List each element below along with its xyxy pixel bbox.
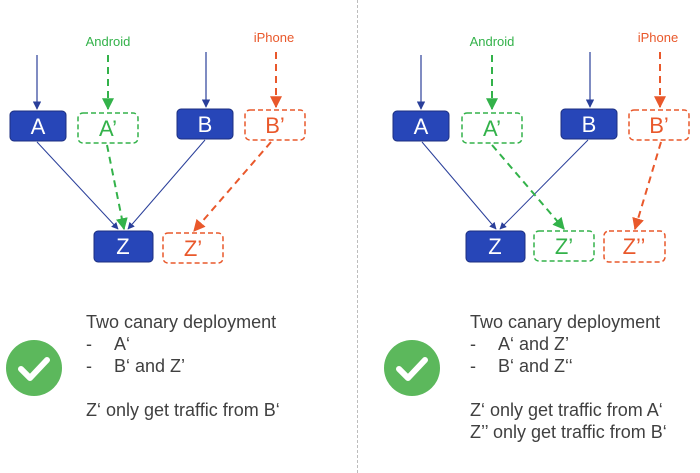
- panel-divider: [357, 0, 358, 473]
- node-a-canary-label: A’: [483, 116, 501, 141]
- node-a: A: [392, 110, 450, 142]
- edge-a-to-z: [36, 141, 119, 230]
- edge-b-to-z: [127, 139, 206, 230]
- node-a-canary: A’: [461, 112, 523, 144]
- node-b-label: B: [198, 112, 213, 137]
- node-z-canary-label: Z’: [184, 236, 202, 261]
- description-heading: Two canary deployment: [470, 312, 661, 332]
- traffic-note: Z‘ only get traffic from A‘: [470, 400, 663, 420]
- node-b-canary-label: B’: [265, 113, 285, 138]
- node-z-canary-label: Z’: [555, 234, 573, 259]
- edge-b-canary-to-z-canary2: [632, 141, 662, 231]
- check-circle-icon: [6, 340, 62, 396]
- list-item: -B‘ and Z‘‘: [470, 356, 573, 376]
- node-b-canary-label: B’: [649, 113, 669, 138]
- node-z-canary: Z’: [533, 230, 595, 262]
- android-source-label: Android: [86, 34, 131, 49]
- node-z: Z: [465, 230, 526, 263]
- edge-a-canary-to-z: [106, 144, 128, 231]
- traffic-note: Z’’ only get traffic from B‘: [470, 422, 667, 442]
- traffic-note: Z‘ only get traffic from B‘: [86, 400, 280, 420]
- node-b-label: B: [582, 112, 597, 137]
- left-diagram: Android iPhone A A’ B B’ Z: [9, 30, 306, 264]
- deployment-list: -A‘ and Z’ -B‘ and Z‘‘: [470, 333, 667, 377]
- node-a-canary-label: A’: [99, 116, 117, 141]
- list-item: -A‘ and Z’: [470, 334, 570, 354]
- node-b: B: [176, 108, 234, 140]
- left-panel: Android iPhone A A’ B B’ Z: [6, 30, 306, 421]
- node-z-canary: Z’: [162, 232, 224, 264]
- deployment-list: -A‘ -B‘ and Z’: [86, 333, 280, 377]
- right-description: Two canary deployment -A‘ and Z’ -B‘ and…: [470, 311, 667, 443]
- iphone-source-label: iPhone: [254, 30, 294, 45]
- node-z-canary2: Z’’: [603, 230, 666, 263]
- list-item: -B‘ and Z’: [86, 356, 186, 376]
- right-diagram: Android iPhone A A’ B B’ Z: [392, 30, 690, 263]
- edge-a-to-z: [421, 141, 497, 230]
- node-b: B: [560, 108, 618, 140]
- node-z: Z: [93, 230, 154, 263]
- check-circle-icon: [384, 340, 440, 396]
- node-b-canary: B’: [628, 109, 690, 141]
- node-a-label: A: [31, 114, 46, 139]
- node-z-label: Z: [488, 234, 501, 259]
- list-item: -A‘: [86, 334, 131, 354]
- node-a-canary: A’: [77, 112, 139, 144]
- node-z-label: Z: [116, 234, 129, 259]
- node-z-canary2-label: Z’’: [623, 234, 646, 259]
- edge-a-canary-to-z-canary: [491, 144, 565, 230]
- iphone-source-label: iPhone: [638, 30, 678, 45]
- node-b-canary: B’: [244, 109, 306, 141]
- node-a-label: A: [414, 114, 429, 139]
- android-source-label: Android: [470, 34, 515, 49]
- left-description: Two canary deployment -A‘ -B‘ and Z’ Z‘ …: [86, 311, 280, 421]
- right-panel: Android iPhone A A’ B B’ Z: [350, 0, 700, 473]
- edge-b-to-z: [499, 139, 589, 230]
- description-heading: Two canary deployment: [86, 312, 277, 332]
- edge-b-canary-to-z-canary: [193, 141, 272, 232]
- node-a: A: [9, 110, 67, 142]
